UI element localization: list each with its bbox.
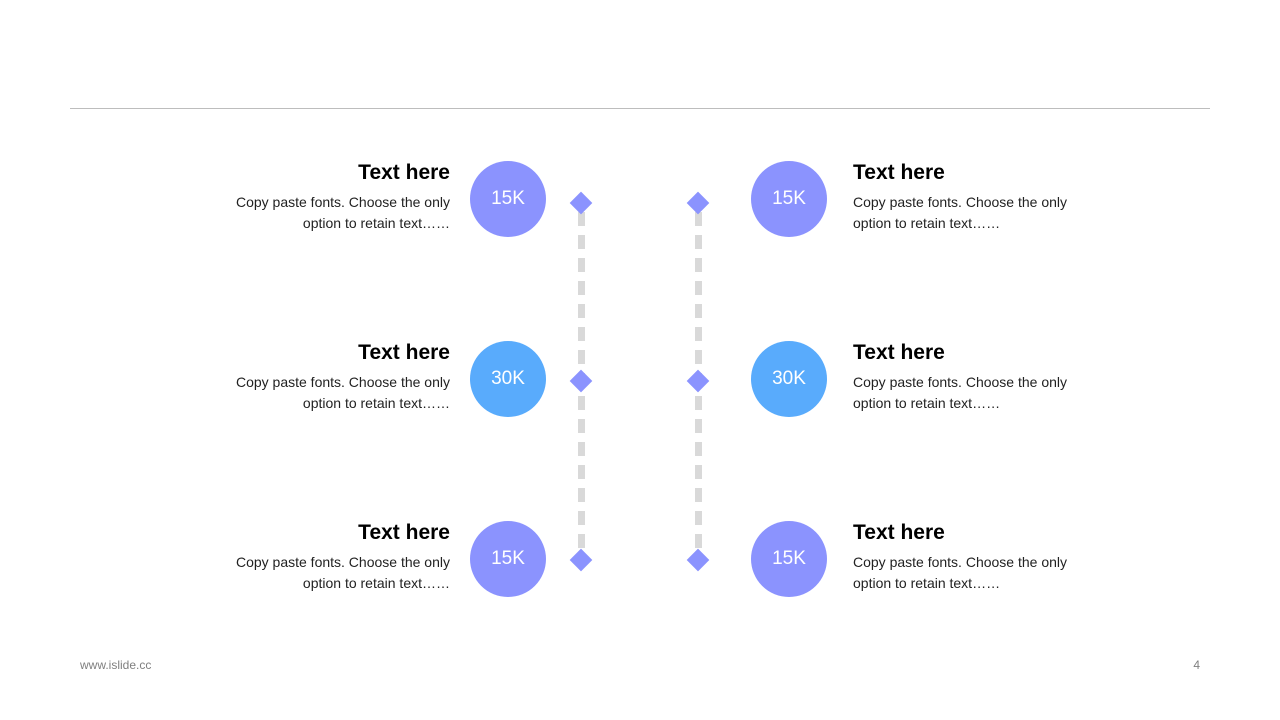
diamond-marker-right-1 <box>686 191 710 215</box>
item-description-line-2: option to retain text…… <box>302 395 450 411</box>
diamond-marker-right-2 <box>686 369 710 393</box>
diamond-marker-right-3 <box>686 548 710 572</box>
item-description-line-2: option to retain text…… <box>853 395 1001 411</box>
item-description-line-1: Copy paste fonts. Choose the only <box>235 194 450 210</box>
item-title: Text here <box>853 341 945 364</box>
value-circle-left-1: 15K <box>470 161 546 237</box>
item-title: Text here <box>358 161 450 184</box>
diamond-marker-left-3 <box>569 548 593 572</box>
right-text-block-1: Text here Copy paste fonts. Choose the o… <box>853 160 1113 234</box>
item-description-line-2: option to retain text…… <box>853 215 1001 231</box>
item-description-line-1: Copy paste fonts. Choose the only <box>853 374 1068 390</box>
item-description-line-2: option to retain text…… <box>302 215 450 231</box>
left-text-block-2: Text here Copy paste fonts. Choose the o… <box>190 340 450 414</box>
right-text-block-3: Text here Copy paste fonts. Choose the o… <box>853 520 1113 594</box>
value-circle-right-3: 15K <box>751 521 827 597</box>
diamond-marker-left-2 <box>569 369 593 393</box>
item-title: Text here <box>853 521 945 544</box>
diamond-marker-left-1 <box>569 191 593 215</box>
value-circle-left-2: 30K <box>470 341 546 417</box>
footer-website-url[interactable]: www.islide.cc <box>80 658 152 672</box>
item-description-line-2: option to retain text…… <box>853 575 1001 591</box>
item-description-line-1: Copy paste fonts. Choose the only <box>235 374 450 390</box>
page-number: 4 <box>1193 658 1200 672</box>
item-description-line-1: Copy paste fonts. Choose the only <box>853 554 1068 570</box>
top-divider <box>70 108 1210 109</box>
item-description-line-2: option to retain text…… <box>302 575 450 591</box>
left-text-block-1: Text here Copy paste fonts. Choose the o… <box>190 160 450 234</box>
item-title: Text here <box>853 161 945 184</box>
item-title: Text here <box>358 521 450 544</box>
right-text-block-2: Text here Copy paste fonts. Choose the o… <box>853 340 1113 414</box>
item-title: Text here <box>358 341 450 364</box>
value-circle-right-1: 15K <box>751 161 827 237</box>
value-circle-left-3: 15K <box>470 521 546 597</box>
value-circle-right-2: 30K <box>751 341 827 417</box>
item-description-line-1: Copy paste fonts. Choose the only <box>853 194 1068 210</box>
item-description-line-1: Copy paste fonts. Choose the only <box>235 554 450 570</box>
left-text-block-3: Text here Copy paste fonts. Choose the o… <box>190 520 450 594</box>
